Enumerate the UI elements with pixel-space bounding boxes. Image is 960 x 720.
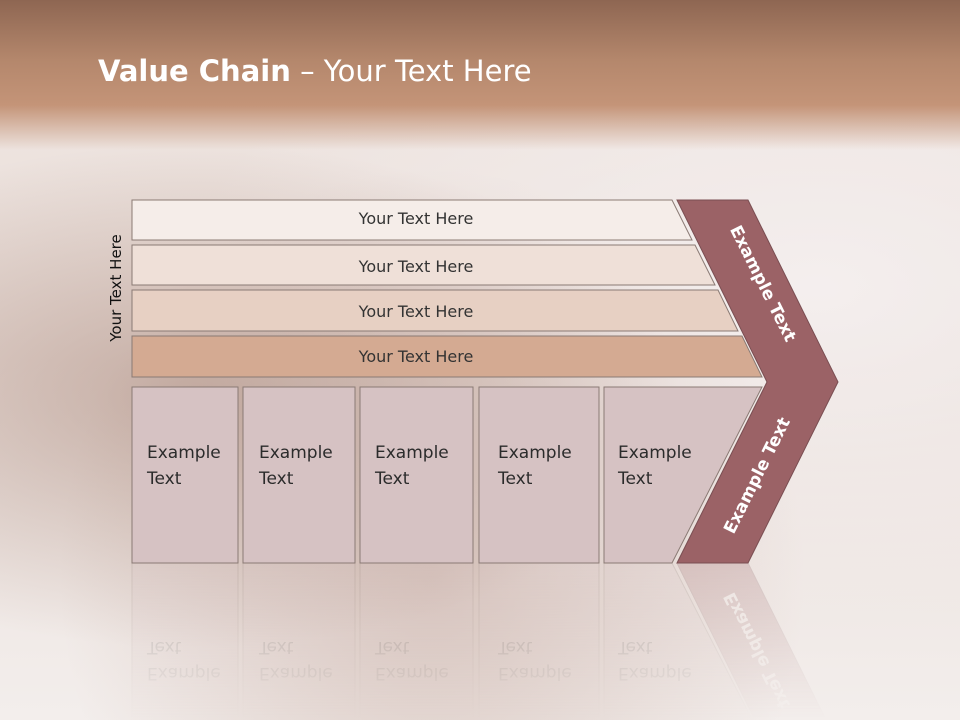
bar-3-label: Your Text Here (358, 302, 474, 321)
cell-3-line1: Example (375, 443, 449, 463)
reflection-cell-3-line2: Text (374, 637, 410, 657)
cell-1-line1: Example (147, 443, 221, 463)
cell-3[interactable]: Example Text (359, 386, 474, 564)
bar-1-label: Your Text Here (358, 209, 474, 228)
diagram-reflection: Example Text Example Text Example Text E… (131, 562, 827, 720)
reflection-cell-2-line2: Text (258, 637, 294, 657)
cell-1-line2: Text (146, 469, 182, 489)
reflection-cell-3-line1: Example (375, 663, 449, 683)
title-bold: Value Chain (98, 54, 291, 88)
cell-5-line2: Text (617, 469, 653, 489)
reflection-cell-1-line2: Text (146, 637, 182, 657)
cell-2[interactable]: Example Text (242, 386, 356, 564)
title-rest: – Your Text Here (290, 54, 532, 88)
bar-2[interactable]: Your Text Here (131, 244, 716, 286)
bar-2-label: Your Text Here (358, 257, 474, 276)
bar-3[interactable]: Your Text Here (131, 289, 739, 332)
cell-5[interactable]: Example Text (603, 386, 763, 564)
cell-1[interactable]: Example Text (131, 386, 239, 564)
reflection-cell-4-line1: Example (498, 663, 572, 683)
cell-4-line2: Text (497, 469, 533, 489)
reflection-cell-1-line1: Example (147, 663, 221, 683)
chevron-arrow[interactable]: Example Text Example Text (676, 199, 839, 564)
cell-4[interactable]: Example Text (478, 386, 600, 564)
bar-4-label: Your Text Here (358, 347, 474, 366)
cell-5-line1: Example (618, 443, 692, 463)
bar-4[interactable]: Your Text Here (131, 335, 763, 378)
reflection-cell-5-line1: Example (618, 663, 692, 683)
cell-4-line1: Example (498, 443, 572, 463)
cell-2-line2: Text (258, 469, 294, 489)
cell-3-line2: Text (374, 469, 410, 489)
slide-title: Value Chain – Your Text Here (98, 54, 532, 88)
reflection-cell-4-line2: Text (497, 637, 533, 657)
bar-1[interactable]: Your Text Here (131, 199, 693, 241)
reflection-cell-5-line2: Text (617, 637, 653, 657)
header-band (0, 0, 960, 150)
reflection-cell-2-line1: Example (259, 663, 333, 683)
cell-2-line1: Example (259, 443, 333, 463)
